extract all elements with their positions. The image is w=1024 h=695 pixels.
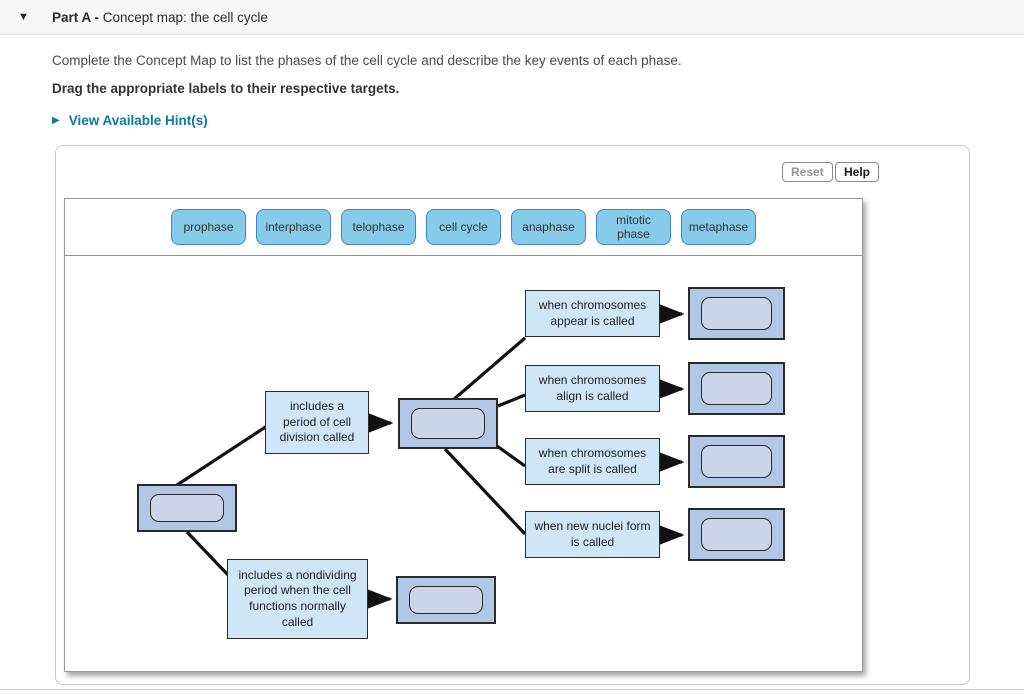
drop-target-split[interactable] <box>688 435 785 488</box>
relation-align: when chromosomes align is called <box>525 365 660 412</box>
instruction-text: Complete the Concept Map to list the pha… <box>52 53 682 68</box>
label-chip-interphase[interactable]: interphase <box>256 209 331 245</box>
relation-nuclei: when new nuclei form is called <box>525 511 660 558</box>
drop-target-align[interactable] <box>688 362 785 415</box>
hint-link-label: View Available Hint(s) <box>68 113 208 128</box>
drop-slot <box>701 372 772 405</box>
collapse-icon[interactable]: ▼ <box>18 11 29 23</box>
help-button[interactable]: Help <box>835 162 880 182</box>
drop-slot <box>411 408 485 439</box>
label-bank: prophase interphase telophase cell cycle… <box>65 199 862 256</box>
label-chip-telophase[interactable]: telophase <box>341 209 416 245</box>
reset-button[interactable]: Reset <box>782 162 833 182</box>
drag-instruction: Drag the appropriate labels to their res… <box>52 81 400 96</box>
activity-panel: Reset Help prophase interphase telophase… <box>55 145 970 685</box>
relation-nondividing: includes a nondividing period when the c… <box>227 559 368 639</box>
drop-target-nondividing[interactable] <box>396 576 496 624</box>
drop-target-division[interactable] <box>398 398 498 449</box>
part-title: Part A - Concept map: the cell cycle <box>52 10 268 25</box>
drop-slot <box>409 586 483 614</box>
hint-link[interactable]: ▶ View Available Hint(s) <box>52 113 208 128</box>
label-chip-cell-cycle[interactable]: cell cycle <box>426 209 501 245</box>
relation-split: when chromosomes are split is called <box>525 438 660 485</box>
relation-appear: when chromosomes appear is called <box>525 290 660 337</box>
concept-map-canvas: prophase interphase telophase cell cycle… <box>64 198 863 672</box>
section-divider <box>0 689 1024 690</box>
drop-target-nuclei[interactable] <box>688 508 785 561</box>
part-header[interactable]: ▼ Part A - Concept map: the cell cycle <box>0 0 1024 35</box>
label-chip-mitotic-phase[interactable]: mitotic phase <box>596 209 671 245</box>
label-chip-metaphase[interactable]: metaphase <box>681 209 756 245</box>
label-chip-anaphase[interactable]: anaphase <box>511 209 586 245</box>
drop-target-appear[interactable] <box>688 287 785 340</box>
content-area: Complete the Concept Map to list the pha… <box>0 35 1024 685</box>
part-label: Part A - <box>52 9 103 25</box>
drop-slot <box>701 445 772 478</box>
drop-slot <box>701 297 772 330</box>
hint-triangle-icon: ▶ <box>52 115 60 126</box>
drop-target-root[interactable] <box>137 484 237 532</box>
relation-division: includes a period of cell division calle… <box>265 391 369 454</box>
drop-slot <box>150 494 224 522</box>
concept-map: includes a period of cell division calle… <box>65 256 862 672</box>
connector-lines <box>176 302 685 611</box>
drop-slot <box>701 518 772 551</box>
part-title-text: Concept map: the cell cycle <box>102 9 268 25</box>
label-chip-prophase[interactable]: prophase <box>171 209 246 245</box>
